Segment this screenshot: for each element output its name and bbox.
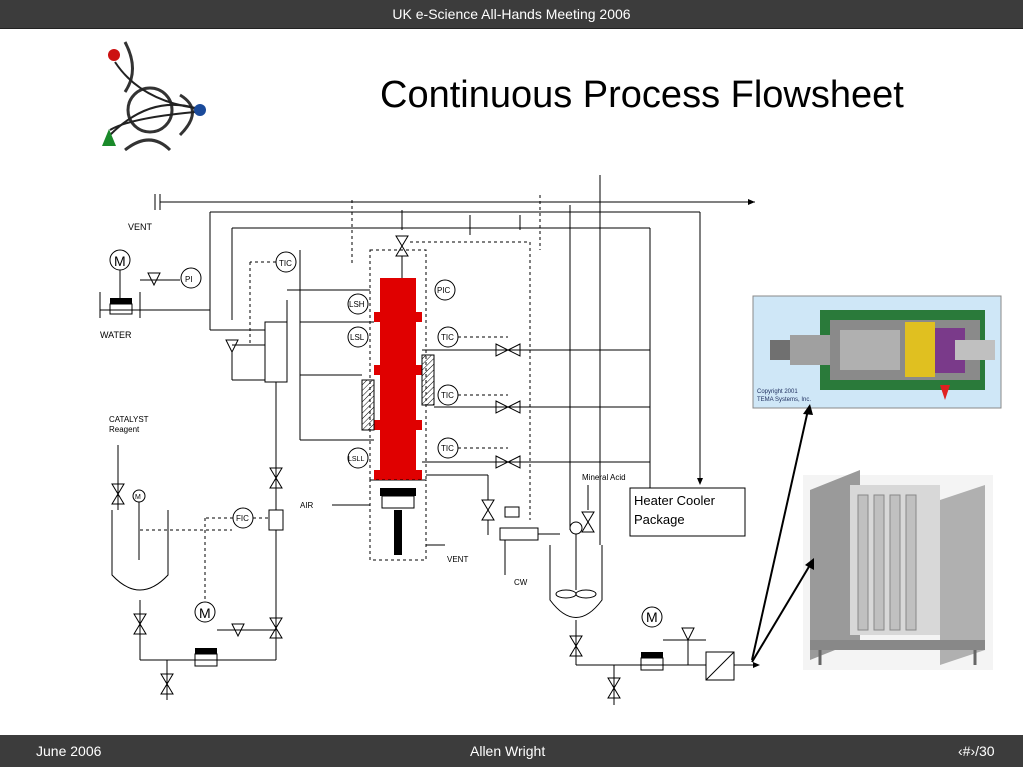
header-text: UK e-Science All-Hands Meeting 2006 [392,6,631,22]
heat-exchanger-cutaway: Copyright 2001 TEMA Systems, Inc. [752,295,1002,409]
instrument-lsl: LSL [350,333,365,342]
logo-blue-ball [194,104,206,116]
water-label: WATER [100,330,132,340]
motor-label-3: M [199,605,211,621]
heater-cooler-line1: Heater Cooler [634,493,716,508]
cw-label: CW [514,578,528,587]
motor-label-1: M [114,253,126,269]
heater-cooler-line2: Package [634,512,685,527]
footer-author: Allen Wright [470,743,546,759]
footer-date: June 2006 [36,743,102,759]
instrument-pi: PI [185,275,193,284]
page-title: Continuous Process Flowsheet [380,74,904,116]
motor-label-4: M [646,609,658,625]
mineral-acid-label: Mineral Acid [582,473,626,482]
vent-top-label: VENT [128,222,153,232]
instrument-tic-3: TIC [441,391,454,400]
instrument-lsh: LSH [349,300,365,309]
header-bar: UK e-Science All-Hands Meeting 2006 [0,0,1023,29]
logo-green-cone [102,129,116,146]
heater-cooler-box [629,487,746,537]
catalyst-label: CATALYST [109,415,149,424]
footer-page-number: ‹#›/30 [958,743,995,759]
logo-red-ball [108,49,120,61]
air-label: AIR [300,501,314,510]
instrument-tic-4: TIC [441,444,454,453]
vent-bottom-label: VENT [447,555,468,564]
heater-cooler-photo [803,470,993,670]
logo-graphic [102,41,206,152]
motor-label-2: M [135,494,141,501]
instrument-lsll: LSLL [348,456,364,463]
instrument-tic-2: TIC [441,333,454,342]
footer-bar: June 2006 Allen Wright ‹#›/30 [0,735,1023,767]
copyright-line1: Copyright 2001 [757,389,798,395]
instrument-tic-1: TIC [279,259,292,268]
reagent-label: Reagent [109,425,140,434]
reactor-column [380,278,416,478]
copyright-line2: TEMA Systems, Inc. [757,397,811,403]
instrument-fic: FIC [236,514,249,523]
instrument-pic: PIC [437,286,451,295]
